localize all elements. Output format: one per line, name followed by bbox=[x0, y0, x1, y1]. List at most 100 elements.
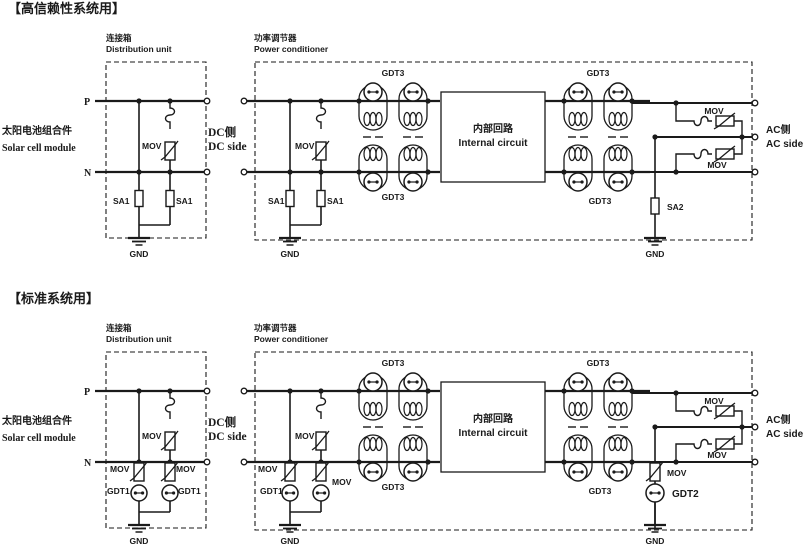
coil-loop bbox=[363, 111, 371, 127]
internal-circuit-label-cn: 内部回路 bbox=[473, 412, 514, 425]
junction-dot bbox=[425, 459, 431, 465]
solar-module-label-cn: 太阳电池组合件 bbox=[1, 124, 72, 137]
gnd-label: GND bbox=[130, 536, 149, 546]
sa1-label: SA1 bbox=[268, 196, 285, 206]
coil-loop bbox=[620, 401, 628, 417]
coil-loop bbox=[608, 146, 616, 162]
junction-dot bbox=[356, 98, 362, 104]
terminal bbox=[240, 387, 248, 395]
junction-dot bbox=[356, 459, 362, 465]
ac-side-label-en: AC side bbox=[766, 139, 803, 150]
gas-discharge-tube bbox=[161, 484, 179, 502]
coil-loop bbox=[608, 436, 616, 452]
sa1-label: SA1 bbox=[113, 196, 130, 206]
coil-loop bbox=[620, 146, 628, 162]
gas-discharge-tube bbox=[568, 372, 588, 392]
gdt1-label: GDT1 bbox=[260, 486, 283, 496]
junction-dot bbox=[652, 424, 658, 430]
gas-discharge-tube bbox=[568, 82, 588, 102]
sa1-arrester bbox=[285, 172, 295, 225]
gas-discharge-tube bbox=[363, 82, 383, 102]
distribution-unit-label-cn: 连接箱 bbox=[106, 323, 132, 333]
gdt3-label: GDT3 bbox=[587, 68, 610, 78]
gdt3-label: GDT3 bbox=[589, 486, 612, 496]
coil-loop bbox=[363, 146, 371, 162]
power-conditioner-label-en: Power conditioner bbox=[254, 44, 329, 54]
mov-label: MOV bbox=[295, 431, 315, 441]
terminal bbox=[203, 168, 211, 176]
distribution-unit-label-en: Distribution unit bbox=[106, 334, 172, 344]
junction-dot bbox=[425, 388, 431, 394]
p-label: P bbox=[84, 387, 90, 398]
coil-loop bbox=[580, 401, 588, 417]
coil-loop bbox=[363, 401, 371, 417]
mov-varistor bbox=[160, 461, 179, 482]
terminal bbox=[240, 97, 248, 105]
terminal bbox=[751, 423, 759, 431]
coil-loop bbox=[409, 401, 417, 417]
coil-loop bbox=[369, 146, 377, 162]
coil-loop bbox=[568, 436, 576, 452]
coil-loop bbox=[403, 111, 411, 127]
thermal-fuse bbox=[690, 115, 712, 127]
gas-discharge-tube bbox=[403, 82, 423, 102]
gas-discharge-tube bbox=[645, 483, 665, 503]
power-conditioner-box bbox=[254, 351, 753, 531]
thermal-fuse bbox=[315, 101, 327, 129]
gas-discharge-tube bbox=[568, 172, 588, 192]
coil-loop bbox=[580, 111, 588, 127]
internal-circuit-frame bbox=[440, 381, 546, 473]
coil-loop bbox=[574, 111, 582, 127]
gas-discharge-tube bbox=[608, 372, 628, 392]
thermal-fuse bbox=[690, 438, 712, 450]
coil-loop bbox=[375, 401, 383, 417]
coil-loop bbox=[403, 401, 411, 417]
ground-symbol: GND bbox=[644, 236, 666, 259]
mov-label: MOV bbox=[667, 468, 687, 478]
thermal-fuse bbox=[690, 148, 712, 160]
coil-loop bbox=[614, 146, 622, 162]
coil-loop bbox=[403, 436, 411, 452]
power-conditioner-label-en: Power conditioner bbox=[254, 334, 329, 344]
junction-dot bbox=[561, 388, 567, 394]
terminal bbox=[203, 97, 211, 105]
gnd-label: GND bbox=[646, 249, 665, 259]
section-title: 【标准系统用】 bbox=[8, 291, 99, 306]
thermal-fuse bbox=[164, 101, 176, 129]
power-conditioner-label-cn: 功率调节器 bbox=[254, 323, 297, 333]
junction-dot bbox=[561, 98, 567, 104]
mov-varistor bbox=[645, 461, 664, 482]
ac-side-label-cn: AC侧 bbox=[766, 413, 790, 426]
mov-label: MOV bbox=[142, 431, 162, 441]
gdt3-label: GDT3 bbox=[589, 196, 612, 206]
coil-loop bbox=[369, 111, 377, 127]
mov-label: MOV bbox=[704, 106, 724, 116]
mov-label: MOV bbox=[110, 464, 130, 474]
sa1-label: SA1 bbox=[176, 196, 193, 206]
sa1-label: SA1 bbox=[327, 196, 344, 206]
junction-dot bbox=[652, 134, 658, 140]
mov-label: MOV bbox=[142, 141, 162, 151]
coil-loop bbox=[568, 111, 576, 127]
distribution-unit-label-cn: 连接箱 bbox=[106, 33, 132, 43]
mov-varistor bbox=[160, 140, 179, 161]
mov-label: MOV bbox=[332, 477, 352, 487]
ground-symbol: GND bbox=[128, 523, 150, 546]
solar-module-label-en: Solar cell module bbox=[2, 433, 76, 444]
solar-module-label-cn: 太阳电池组合件 bbox=[1, 414, 72, 427]
mov-label: MOV bbox=[258, 464, 278, 474]
mov-varistor bbox=[129, 461, 148, 482]
internal-circuit-frame bbox=[440, 91, 546, 183]
terminal bbox=[240, 168, 248, 176]
mov-varistor bbox=[311, 430, 330, 451]
gdt3-label: GDT3 bbox=[382, 68, 405, 78]
